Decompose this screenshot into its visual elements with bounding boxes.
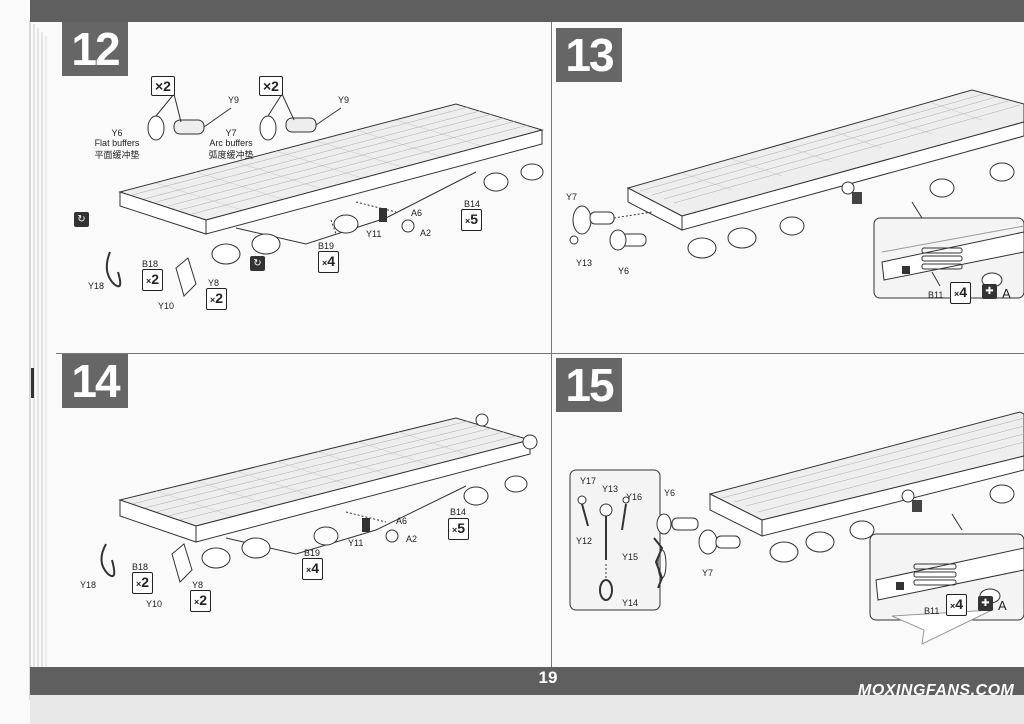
watermark: MOXINGFANS.COM	[858, 682, 1015, 699]
part-caption-cn: 弧度缓冲垫	[208, 150, 254, 160]
part-label: A2	[420, 228, 432, 238]
part-label: Y18	[88, 281, 105, 291]
flip-over-icon: ↻	[250, 256, 265, 271]
bottom-margin	[30, 695, 1024, 724]
qty-badge: ×5	[461, 209, 483, 231]
part-label: Y7	[702, 568, 714, 578]
part-label: B11	[928, 290, 944, 300]
part-label: Y14	[622, 598, 639, 608]
step-number: 13	[556, 28, 622, 82]
qty-badge: ×2	[206, 288, 228, 310]
horizontal-divider	[56, 353, 1024, 354]
part-label: Y11	[348, 538, 364, 548]
qty-value: 5	[470, 211, 479, 227]
part-label: Y12	[576, 536, 593, 546]
part-label: B19	[318, 241, 335, 251]
qty-badge: ×4	[302, 558, 324, 580]
step-number: 14	[62, 354, 128, 408]
part-caption-cn: 平面缓冲垫	[94, 150, 140, 160]
top-band	[30, 0, 1024, 22]
qty-value: 5	[457, 520, 466, 536]
page-edges-graphic	[29, 20, 47, 700]
part-caption-en: Flat buffers	[94, 138, 140, 148]
part-label: Y6	[618, 266, 630, 276]
qty-badge: ×2	[132, 572, 154, 594]
qty-badge: ×4	[946, 594, 968, 616]
part-label: A2	[406, 534, 418, 544]
cement-icon: ✚	[982, 284, 997, 299]
qty-value: 2	[151, 271, 160, 287]
wagon-drawing	[569, 411, 1024, 645]
step-13-panel: 13	[552, 22, 1024, 353]
flip-over-icon: ↻	[74, 212, 89, 227]
part-label: A6	[411, 208, 423, 218]
part-label: A6	[396, 516, 408, 526]
part-label: Y7	[225, 128, 237, 138]
part-label: Y10	[158, 301, 175, 311]
qty-badge-flat-buffers: ×2	[151, 76, 175, 96]
part-label: Y9	[338, 95, 350, 105]
part-label: Y13	[576, 258, 593, 268]
part-label: Y9	[228, 95, 240, 105]
part-label: Y15	[622, 552, 639, 562]
wagon-drawing	[569, 89, 1024, 299]
part-label: B18	[132, 562, 149, 572]
part-label: Y16	[626, 492, 643, 502]
part-label: Y6	[664, 488, 676, 498]
cement-icon: ✚	[978, 596, 993, 611]
qty-value: 2	[199, 592, 208, 608]
part-label: B14	[450, 507, 467, 517]
book-page-edges	[0, 0, 60, 724]
part-label: Y8	[192, 580, 204, 590]
part-label: Y8	[208, 278, 220, 288]
part-label: B18	[142, 259, 159, 269]
qty-value: 4	[311, 560, 320, 576]
wagon-drawing	[105, 93, 544, 297]
page-number: 19	[538, 668, 558, 687]
qty-badge: ×5	[448, 518, 470, 540]
part-label: B14	[464, 199, 481, 209]
step-14-panel: 14 B14 ×5 A6 A2 Y11 B19 ×	[56, 354, 551, 667]
step-12-panel: 12	[56, 22, 551, 353]
part-label: Y13	[602, 484, 619, 494]
part-label: Y7	[566, 192, 578, 202]
qty-badge: ×2	[190, 590, 212, 612]
part-label: Y18	[80, 580, 97, 590]
part-caption-en: Arc buffers	[209, 138, 253, 148]
part-label: A	[998, 598, 1007, 613]
step-number: 12	[62, 22, 128, 76]
step-15-panel: 15	[552, 354, 1024, 667]
part-label: Y10	[146, 599, 163, 609]
part-label: Y11	[366, 229, 382, 239]
qty-badge: ×2	[142, 269, 164, 291]
part-label: B11	[924, 606, 940, 616]
bottom-band	[30, 667, 1024, 695]
qty-badge: ×4	[318, 251, 340, 273]
qty-badge: ×4	[950, 282, 972, 304]
part-label: Y17	[580, 476, 597, 486]
wagon-drawing	[100, 413, 538, 583]
part-label: B19	[304, 548, 321, 558]
qty-value: 4	[959, 284, 968, 300]
step-number: 15	[556, 358, 622, 412]
qty-value: 4	[327, 253, 336, 269]
vertical-divider	[551, 22, 552, 667]
part-label: A	[1002, 286, 1011, 301]
qty-value: 2	[215, 290, 224, 306]
qty-value: 4	[955, 596, 964, 612]
qty-badge-arc-buffers: ×2	[259, 76, 283, 96]
part-label: Y6	[111, 128, 123, 138]
qty-value: 2	[141, 574, 150, 590]
